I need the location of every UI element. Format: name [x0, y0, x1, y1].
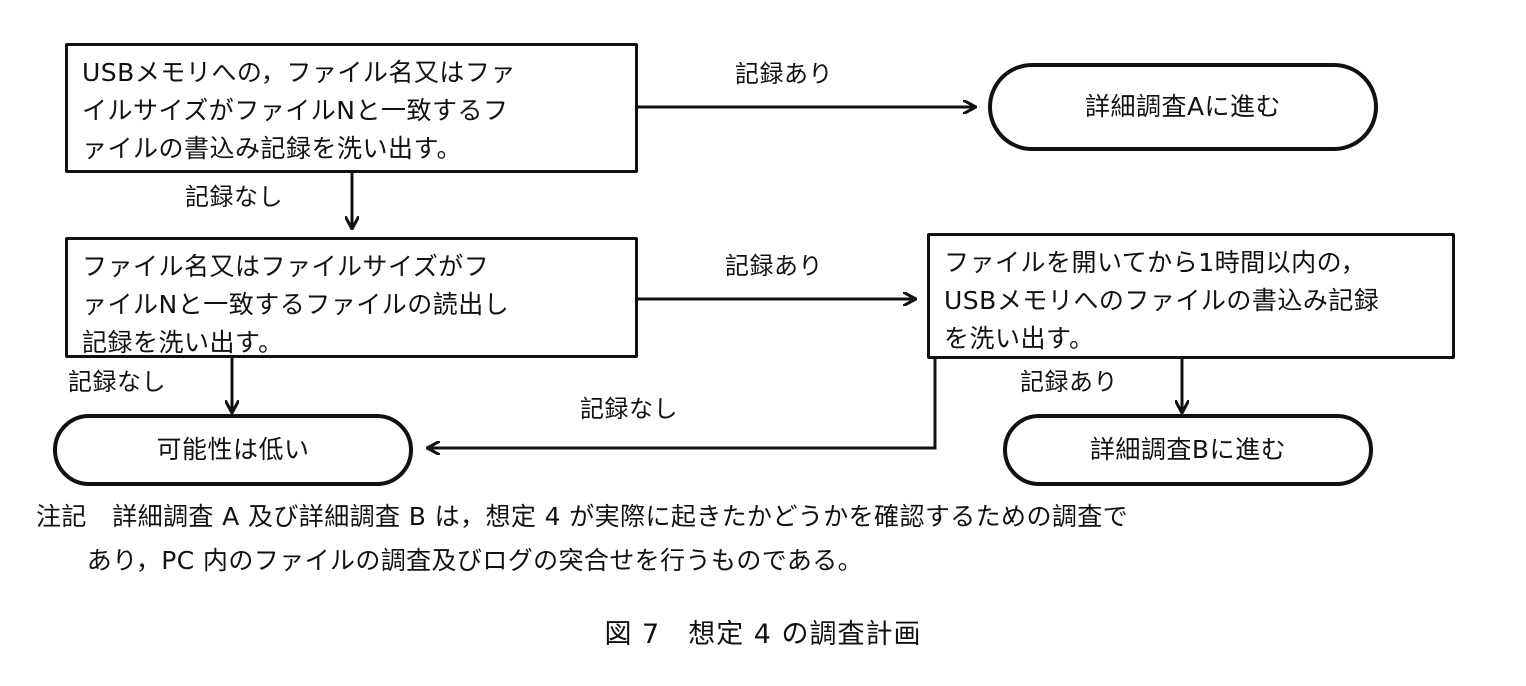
node-process-write-within-1h-label: ファイルを開いてから1時間以内の， USBメモリへのファイルの書込み記録 を洗い…	[944, 248, 1380, 353]
node-terminal-detail-a-label: 詳細調査Aに進む	[1084, 92, 1282, 121]
edge-label-within-1h-to-detail-b: 記録あり	[1020, 368, 1118, 396]
edge-label-write-usb-to-read-match: 記録なし	[185, 183, 283, 211]
node-process-read-match[interactable]: ファイル名又はファイルサイズがフ ァイルNと一致するファイルの読出し 記録を洗い…	[65, 237, 638, 358]
edge-label-read-match-to-within-1h: 記録あり	[725, 252, 823, 280]
node-terminal-unlikely-label: 可能性は低い	[156, 435, 310, 464]
node-terminal-unlikely[interactable]: 可能性は低い	[53, 414, 413, 486]
node-process-write-within-1h[interactable]: ファイルを開いてから1時間以内の， USBメモリへのファイルの書込み記録 を洗い…	[927, 233, 1455, 359]
node-terminal-detail-b-label: 詳細調査Bに進む	[1089, 435, 1287, 464]
node-process-read-match-label: ファイル名又はファイルサイズがフ ァイルNと一致するファイルの読出し 記録を洗い…	[82, 252, 510, 357]
edge-label-within-1h-to-unlikely: 記録なし	[580, 395, 678, 423]
figure-note-line-1: 注記 詳細調査 A 及び詳細調査 B は，想定 4 が実際に起きたかどうかを確認…	[36, 502, 1129, 531]
figure-note-line-2: あり，PC 内のファイルの調査及びログの突合せを行うものである。	[36, 546, 864, 575]
node-terminal-detail-a[interactable]: 詳細調査Aに進む	[988, 63, 1378, 151]
node-process-write-usb[interactable]: USBメモリへの，ファイル名又はファ イルサイズがファイルNと一致するフ ァイル…	[65, 43, 638, 173]
edge-label-write-usb-to-detail-a: 記録あり	[735, 60, 833, 88]
figure-caption: 図 7 想定 4 の調査計画	[604, 619, 922, 650]
connector-within-1h-to-unlikely	[428, 359, 937, 448]
edge-label-read-match-to-unlikely: 記録なし	[68, 368, 166, 396]
node-terminal-detail-b[interactable]: 詳細調査Bに進む	[1003, 414, 1373, 486]
node-process-write-usb-label: USBメモリへの，ファイル名又はファ イルサイズがファイルNと一致するフ ァイル…	[82, 58, 516, 163]
